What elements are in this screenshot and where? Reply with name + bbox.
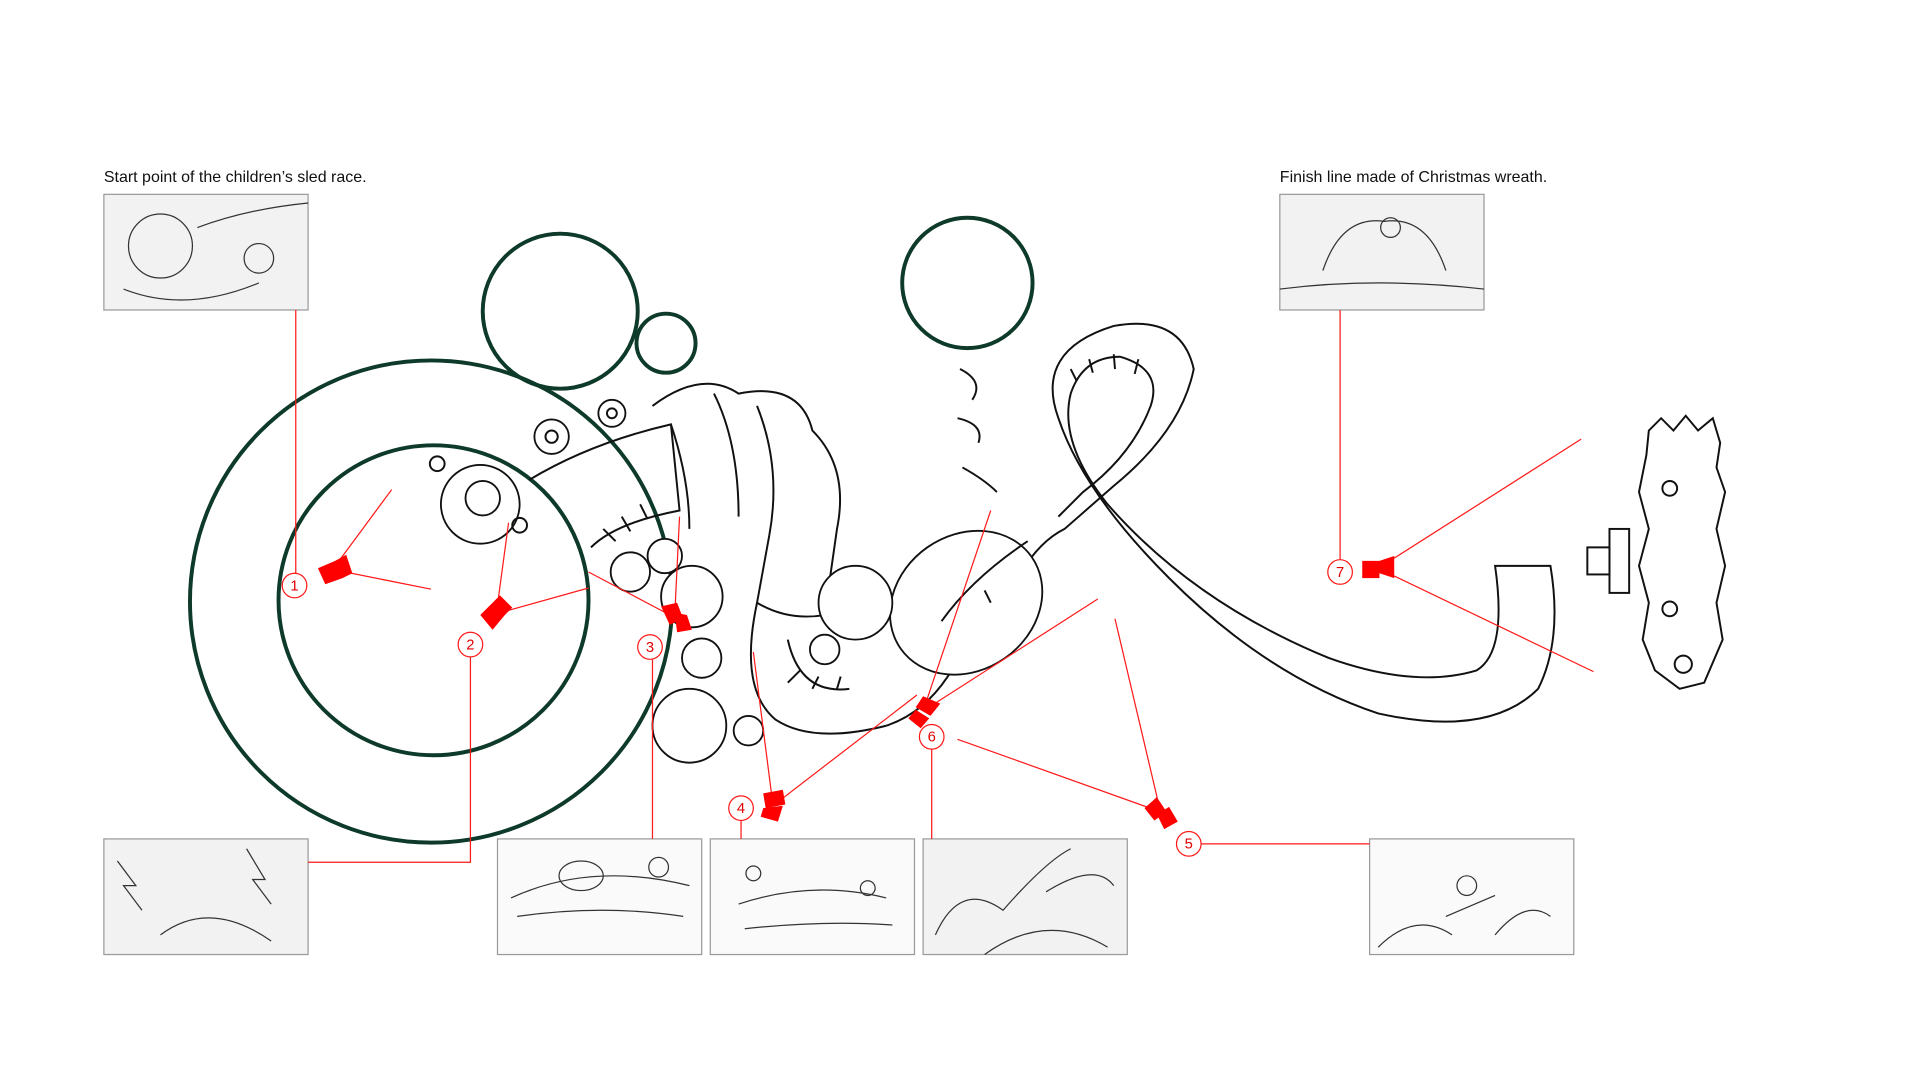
svg-text:2: 2 <box>466 637 474 653</box>
thumbnail-marker-2[interactable] <box>103 838 309 956</box>
svg-text:7: 7 <box>1336 565 1344 581</box>
big-ring <box>188 358 675 845</box>
camera-marker-icon <box>908 696 941 729</box>
svg-text:5: 5 <box>1185 837 1193 853</box>
start-caption: Start point of the children’s sled race. <box>104 169 367 186</box>
camera-marker-icon <box>661 602 692 633</box>
marker-1[interactable]: 1 <box>281 554 353 599</box>
connector-lines <box>295 309 1594 863</box>
thumbnail-start[interactable] <box>103 193 309 311</box>
thumbnail-marker-6[interactable] <box>922 838 1128 956</box>
ring-right <box>900 215 1035 351</box>
camera-marker-icon <box>1144 797 1178 830</box>
camera-marker-icon <box>760 789 786 822</box>
ring-small <box>634 311 698 375</box>
thumbnail-marker-5[interactable] <box>1368 838 1575 956</box>
svg-text:4: 4 <box>737 801 745 817</box>
finish-caption: Finish line made of Christmas wreath. <box>1280 169 1547 186</box>
camera-marker-icon <box>480 595 513 630</box>
marker-2[interactable]: 2 <box>457 595 513 658</box>
svg-text:1: 1 <box>290 578 298 594</box>
track-sketch <box>428 322 1727 764</box>
wreath-icon <box>1637 414 1727 690</box>
marker-6[interactable]: 6 <box>908 696 945 750</box>
snow-ring-group <box>188 215 1035 845</box>
svg-text:6: 6 <box>928 730 936 746</box>
svg-text:3: 3 <box>646 640 654 656</box>
camera-marker-icon <box>317 554 353 585</box>
marker-3[interactable]: 3 <box>637 602 692 660</box>
thumbnail-marker-3[interactable] <box>496 838 703 956</box>
camera-marker-icon <box>1362 555 1395 579</box>
marker-7[interactable]: 7 <box>1327 555 1395 585</box>
inner-ring <box>276 443 591 758</box>
marker-4[interactable]: 4 <box>728 789 786 822</box>
marker-5[interactable]: 5 <box>1144 797 1202 857</box>
ring-top <box>480 231 640 391</box>
thumbnail-marker-4[interactable] <box>709 838 916 956</box>
thumbnail-finish[interactable] <box>1279 193 1485 311</box>
